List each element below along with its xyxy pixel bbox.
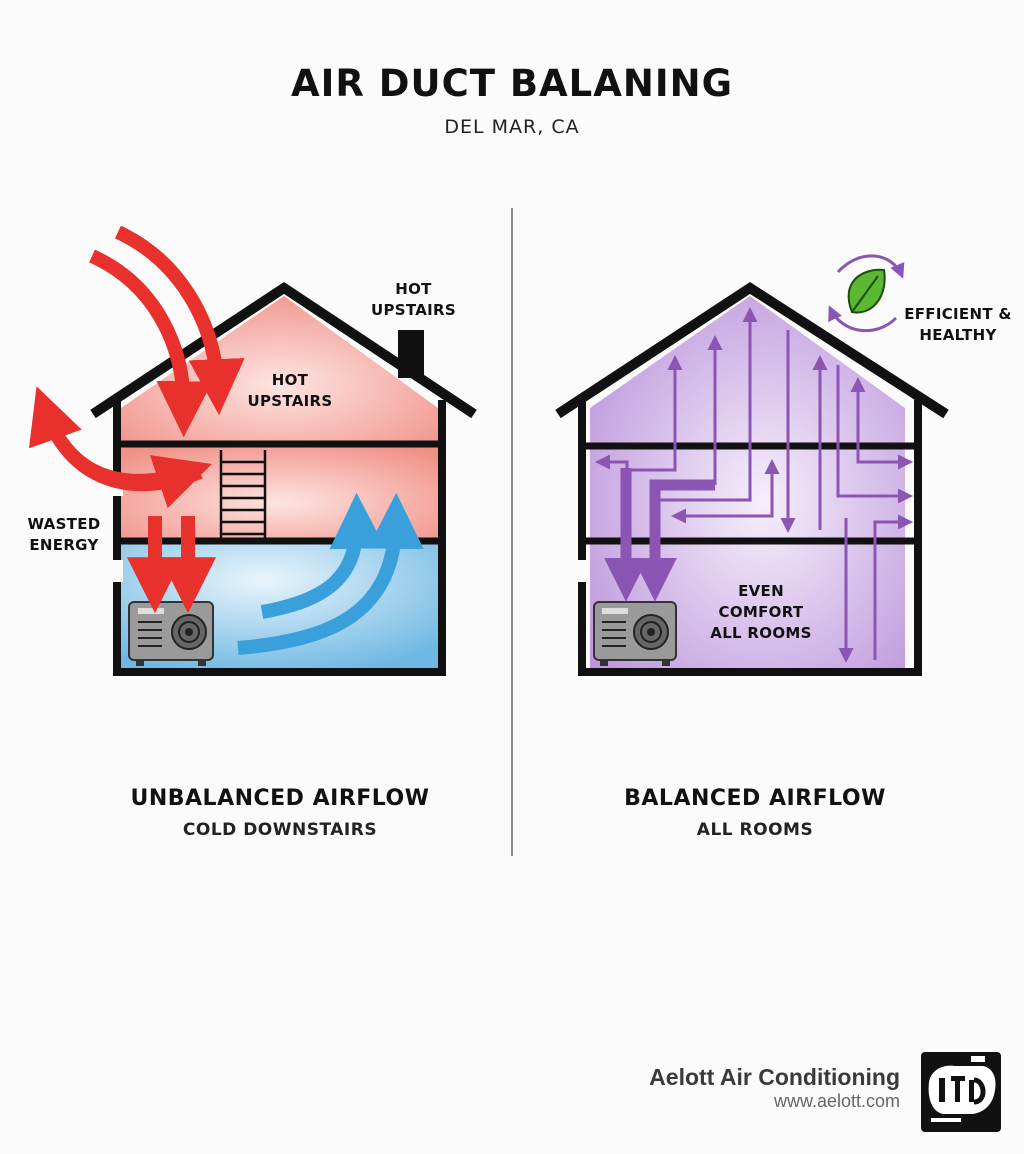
unbalanced-caption-subtitle: COLD DOWNSTAIRS	[182, 820, 378, 840]
wasted-energy-label: WASTED ENERGY	[27, 515, 101, 554]
unbalanced-house	[29, 225, 477, 676]
balanced-house	[555, 254, 949, 676]
logo-icon	[921, 1052, 1001, 1132]
unbalanced-caption-title: UNBALANCED AIRFLOW	[130, 786, 430, 811]
hot-air-arrow	[54, 435, 212, 509]
comparison-diagram	[29, 225, 949, 676]
cold-air-arrow	[237, 492, 424, 655]
hot-upstairs-roof-label: HOT UPSTAIRS	[371, 280, 456, 319]
cold-air-arrow	[260, 492, 386, 619]
ac-unit-icon	[128, 601, 214, 666]
hot-upstairs-label: HOT UPSTAIRS	[247, 371, 333, 410]
ac-unit-icon	[593, 601, 677, 666]
hot-air-arrow	[114, 225, 245, 416]
even-comfort-label: EVEN COMFORT ALL ROOMS	[710, 582, 812, 642]
company-website[interactable]: www.aelott.com	[773, 1091, 900, 1111]
panel-divider	[511, 208, 513, 856]
supply-duct-arrow	[633, 479, 715, 602]
company-name: Aelott Air Conditioning	[649, 1064, 900, 1090]
balanced-caption-title: BALANCED AIRFLOW	[624, 786, 886, 811]
page-subtitle: DEL MAR, CA	[444, 116, 580, 138]
page-title: AIR DUCT BALANING	[291, 62, 733, 105]
leaf-icon	[847, 268, 886, 314]
airflow-arrows	[595, 307, 913, 663]
ladder-icon	[219, 450, 267, 538]
efficient-healthy-label: EFFICIENT & HEALTHY	[904, 305, 1012, 344]
balanced-caption-subtitle: ALL ROOMS	[696, 820, 814, 840]
hot-air-arrow	[89, 249, 213, 438]
recycle-arrows-icon	[828, 254, 905, 333]
chimney	[398, 330, 424, 378]
